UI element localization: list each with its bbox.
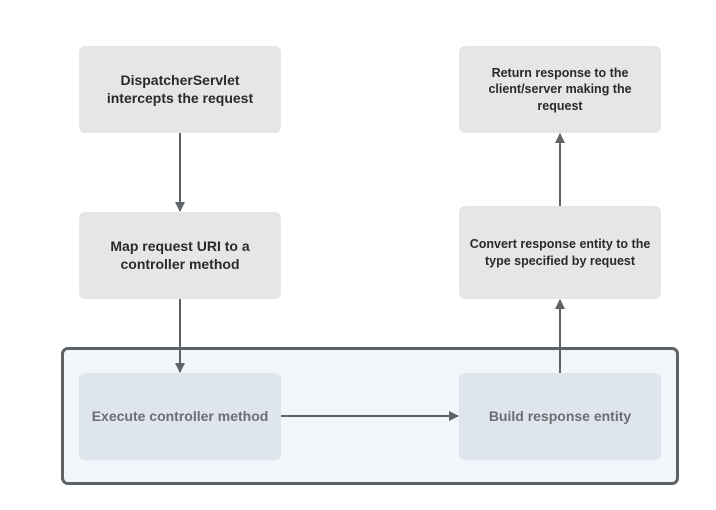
- node-build-response-label: Build response entity: [488, 407, 632, 424]
- node-convert-response-label: Convert response entity to the type spec…: [469, 237, 651, 268]
- node-execute-controller: Execute controller method: [79, 373, 281, 460]
- node-return-response: Return response to the client/server mak…: [459, 46, 661, 133]
- node-dispatcher-servlet-label: DispatcherServlet intercepts the request: [106, 71, 254, 106]
- node-convert-response: Convert response entity to the type spec…: [459, 206, 661, 299]
- node-map-request-uri: Map request URI to a controller method: [79, 212, 281, 299]
- node-execute-controller-label: Execute controller method: [91, 407, 269, 424]
- node-map-request-uri-label: Map request URI to a controller method: [110, 237, 250, 272]
- node-return-response-label: Return response to the client/server mak…: [488, 66, 632, 113]
- node-dispatcher-servlet: DispatcherServlet intercepts the request: [79, 46, 281, 133]
- node-build-response: Build response entity: [459, 373, 661, 460]
